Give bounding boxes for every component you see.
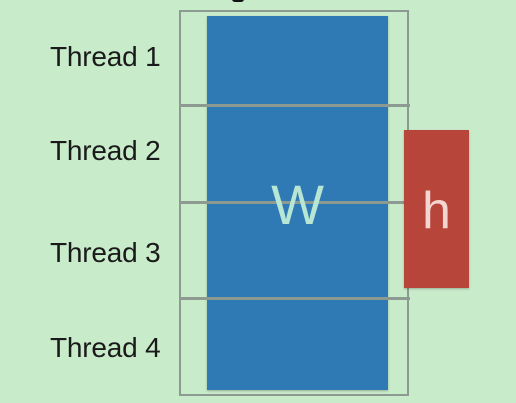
title-text-fragment: [232, 0, 244, 2]
thread-2-label: Thread 2: [50, 135, 161, 166]
thread-4-label: Thread 4: [50, 332, 161, 363]
partition-divider-2: [179, 201, 410, 204]
partition-divider-1: [179, 104, 410, 107]
thread-3-label: Thread 3: [50, 237, 161, 268]
matrix-w-label: W: [271, 173, 324, 236]
partition-divider-3: [179, 297, 410, 300]
vector-h-label: h: [422, 182, 451, 240]
thread-1-label: Thread 1: [50, 41, 161, 72]
vector-h-block: [404, 130, 469, 288]
